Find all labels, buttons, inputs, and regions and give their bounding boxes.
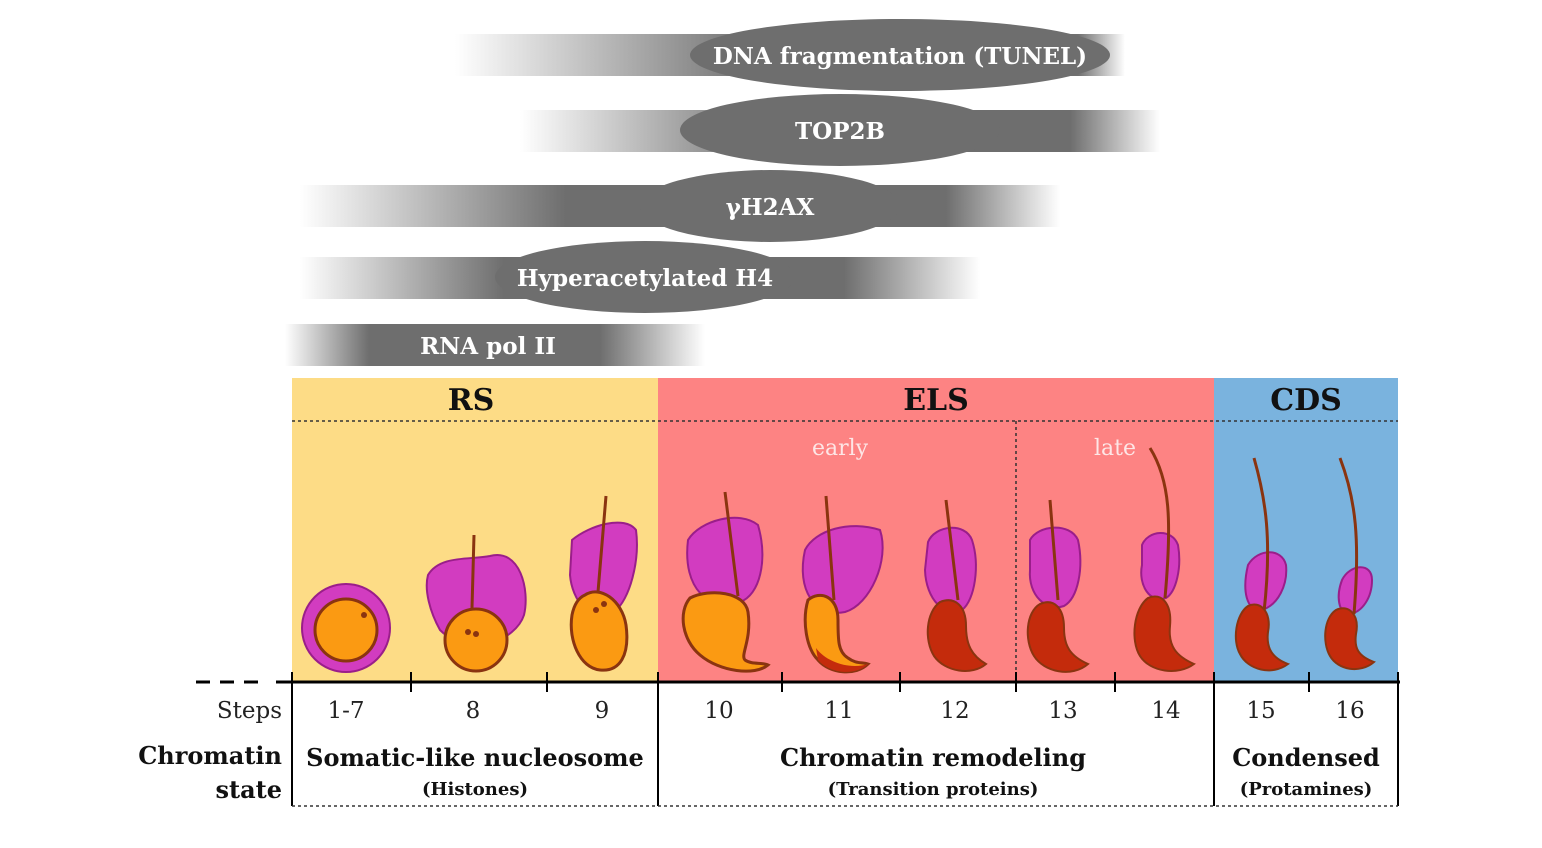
marker-bulge: [495, 241, 795, 313]
marker-label: γH2AX: [726, 194, 815, 221]
step-label: 8: [466, 698, 481, 724]
chromatin-state-subtitle: (Histones): [422, 779, 528, 800]
marker-top2b: TOP2B: [520, 94, 1160, 166]
marker-bulge: [640, 170, 900, 242]
marker-label: RNA pol II: [420, 333, 556, 360]
cell-step-14: [1133, 447, 1196, 672]
step-label: 9: [595, 698, 610, 724]
cell-step-8: [425, 534, 527, 673]
cell-step-9: [568, 495, 638, 672]
step-label: 16: [1335, 698, 1364, 724]
cell-step-13: [1026, 499, 1090, 673]
steps-label: Steps: [217, 698, 282, 724]
marker-bulge: [690, 19, 1110, 91]
axis-ticks: [291, 672, 1399, 806]
marker-dna-fragmentation: DNA fragmentation (TUNEL): [455, 19, 1125, 91]
phase-cds-title: CDS: [1270, 383, 1342, 418]
step-label: 1-7: [327, 698, 364, 724]
phase-els-title: ELS: [903, 383, 969, 418]
step-label: 14: [1151, 698, 1180, 724]
cell-step-1-7: [301, 583, 391, 673]
chromatin-label-line2: state: [215, 775, 282, 804]
subphase-late: late: [1094, 436, 1136, 461]
step-label: 12: [940, 698, 969, 724]
cell-step-16: [1324, 457, 1376, 671]
chromatin-label-line1: Chromatin: [138, 741, 282, 770]
step-label: 13: [1048, 698, 1077, 724]
phase-rs-title: RS: [448, 383, 495, 418]
step-label: 10: [704, 698, 733, 724]
marker-bulge: [680, 94, 1000, 166]
cell-step-15: [1234, 457, 1291, 672]
chromatin-state-title: Somatic-like nucleosome: [306, 743, 644, 772]
marker-label: Hyperacetylated H4: [517, 265, 773, 292]
chromatin-state-title: Condensed: [1232, 743, 1380, 772]
chromatin-state-subtitle: (Protamines): [1240, 779, 1373, 800]
cell-step-11: [801, 495, 884, 674]
step-label: 15: [1246, 698, 1275, 724]
marker-bar: [285, 324, 705, 366]
marker-label: TOP2B: [795, 118, 885, 145]
marker-h4: Hyperacetylated H4: [300, 241, 980, 313]
step-label: 11: [824, 698, 853, 724]
chromatin-state-subtitle: (Transition proteins): [828, 779, 1039, 800]
subphase-early: early: [812, 436, 869, 461]
marker-rna-pol-ii: RNA pol II: [285, 324, 705, 366]
cell-step-10: [681, 491, 771, 673]
marker-label: DNA fragmentation (TUNEL): [713, 43, 1087, 70]
chromatin-state-title: Chromatin remodeling: [780, 743, 1086, 772]
cell-step-12: [923, 499, 988, 672]
marker-gh2ax: γH2AX: [300, 170, 1060, 242]
